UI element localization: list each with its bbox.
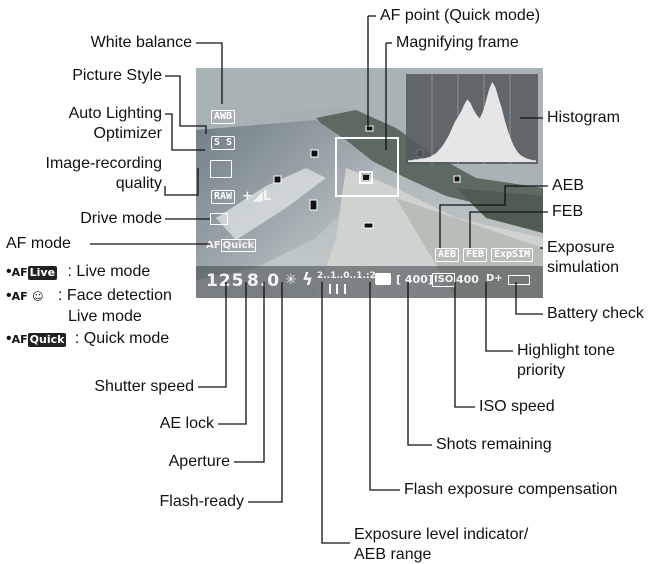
active-af-point xyxy=(359,171,373,184)
feb-badge: FEB xyxy=(463,248,488,262)
label-feb: FEB xyxy=(552,203,584,220)
shutter-speed-value: 125 xyxy=(206,271,245,291)
af-face-prefix: AF xyxy=(11,290,28,303)
exposure-scale: 2..1..0..1.:2 xyxy=(317,271,376,281)
exposure-tick-c xyxy=(344,284,346,294)
af-face-text: Face detection xyxy=(66,287,172,304)
af-mode-prefix: AF xyxy=(206,240,221,251)
highlight-priority-icon: D+ xyxy=(486,273,503,284)
label-irq-line1: Image-recording xyxy=(45,155,163,172)
label-highlight-tone-priority: Highlight tone priority xyxy=(517,341,657,381)
aperture-value: 8.0 xyxy=(247,271,281,291)
af-mode-quick: Quick xyxy=(220,239,257,252)
bullet-dot: • xyxy=(6,263,12,280)
label-magnifying-frame: Magnifying frame xyxy=(396,34,519,51)
label-aperture: Aperture xyxy=(168,453,230,470)
label-ae-lock: AE lock xyxy=(159,415,214,432)
af-face-text-line2: Live mode xyxy=(68,308,142,325)
label-picture-style: Picture Style xyxy=(72,67,162,84)
exposure-tick-b xyxy=(336,284,338,294)
label-image-recording-quality: Image-recording quality xyxy=(10,154,163,194)
label-exp-sim-line1: Exposure xyxy=(547,239,615,256)
label-highlight-line1: Highlight tone xyxy=(517,342,615,359)
label-exposure-level-indicator: Exposure level indicator/ AEB range xyxy=(354,525,594,564)
af-live-text: Live mode xyxy=(76,263,151,280)
label-auto-lighting-optimizer: Auto Lighting Optimizer xyxy=(20,104,162,144)
af-quick-text: Quick mode xyxy=(83,330,170,347)
af-face-sep: : xyxy=(58,287,63,304)
raw-icon: RAW xyxy=(211,190,236,204)
histogram-curve xyxy=(408,82,536,162)
bullet-dot: • xyxy=(6,330,12,347)
af-quick-tag: Quick xyxy=(27,333,67,347)
label-battery-check: Battery check xyxy=(547,305,644,322)
label-af-point: AF point (Quick mode) xyxy=(380,7,541,24)
ae-lock-icon: ✳ xyxy=(285,272,297,288)
label-irq-line2: quality xyxy=(115,175,162,192)
af-quick-prefix: AF xyxy=(11,333,28,346)
flash-comp-icon xyxy=(375,273,391,285)
label-shutter-speed: Shutter speed xyxy=(94,378,194,395)
aeb-badge: AEB xyxy=(435,248,460,262)
alo-icon xyxy=(210,160,232,178)
histogram-panel xyxy=(406,74,538,164)
af-live-prefix: AF xyxy=(11,266,28,279)
af-mode-face-item: •AF ☺ : Face detection xyxy=(6,286,172,307)
iso-value: 400 xyxy=(456,273,479,286)
face-icon: ☺ xyxy=(32,290,44,303)
label-aeb: AEB xyxy=(552,177,585,194)
af-quick-sep: : xyxy=(74,330,80,347)
label-shots-remaining: Shots remaining xyxy=(436,436,552,453)
quality-icon: +◢L xyxy=(242,189,272,204)
label-exposure-simulation: Exposure simulation xyxy=(547,238,662,278)
label-exposure-line2: AEB range xyxy=(354,546,432,563)
label-highlight-line2: priority xyxy=(517,362,566,379)
flash-ready-icon: ϟ xyxy=(302,270,314,290)
battery-icon xyxy=(508,275,530,285)
label-drive-mode: Drive mode xyxy=(80,210,162,227)
drive-mode-icon xyxy=(210,213,228,225)
label-exp-sim-line2: simulation xyxy=(547,259,620,276)
label-flash-ready: Flash-ready xyxy=(159,493,244,510)
label-af-mode: AF mode xyxy=(6,235,71,252)
label-histogram: Histogram xyxy=(547,109,620,126)
label-alo-line1: Auto Lighting xyxy=(68,105,162,122)
label-exposure-line1: Exposure level indicator/ xyxy=(354,526,529,543)
label-white-balance: White balance xyxy=(90,34,192,51)
af-live-sep: : xyxy=(67,263,72,280)
picture-style-icon: S S xyxy=(211,136,236,150)
shots-remaining-value: [ 400] xyxy=(396,273,433,286)
bullet-dot: • xyxy=(6,287,12,304)
magnifying-frame-box xyxy=(335,137,399,197)
awb-icon: AWB xyxy=(211,110,236,124)
af-live-tag: Live xyxy=(27,266,58,280)
label-alo-line2: Optimizer xyxy=(93,125,162,142)
expsim-badge: ExpSIM xyxy=(491,248,534,262)
label-flash-exposure-compensation: Flash exposure compensation xyxy=(404,481,618,498)
iso-label: ISO xyxy=(432,273,456,287)
exposure-tick-a xyxy=(329,284,331,294)
label-iso-speed: ISO speed xyxy=(479,398,555,415)
